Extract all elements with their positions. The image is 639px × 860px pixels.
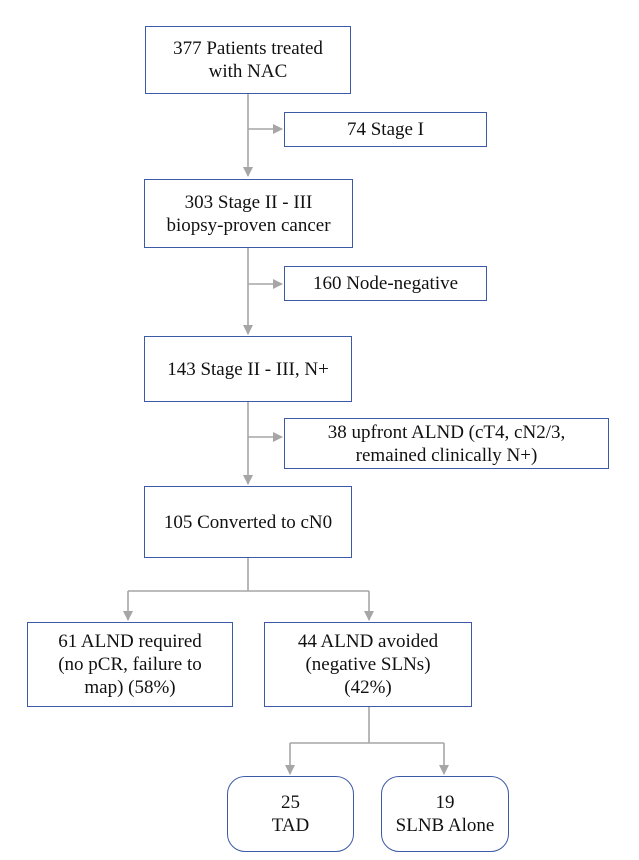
node-stage-1: 74 Stage I xyxy=(284,112,487,147)
node-converted-cn0: 105 Converted to cN0 xyxy=(144,486,352,558)
node-tad: 25 TAD xyxy=(227,776,354,852)
node-stage-2-3: 303 Stage II - III biopsy-proven cancer xyxy=(144,179,353,248)
node-patients-treated: 377 Patients treated with NAC xyxy=(145,26,351,94)
node-alnd-avoided: 44 ALND avoided (negative SLNs) (42%) xyxy=(264,622,472,707)
node-node-negative: 160 Node-negative xyxy=(284,266,487,301)
node-upfront-alnd: 38 upfront ALND (cT4, cN2/3, remained cl… xyxy=(284,418,609,469)
node-slnb-alone: 19 SLNB Alone xyxy=(381,776,509,852)
node-alnd-required: 61 ALND required (no pCR, failure to map… xyxy=(27,622,233,707)
node-stage-2-3-n-plus: 143 Stage II - III, N+ xyxy=(144,336,352,402)
